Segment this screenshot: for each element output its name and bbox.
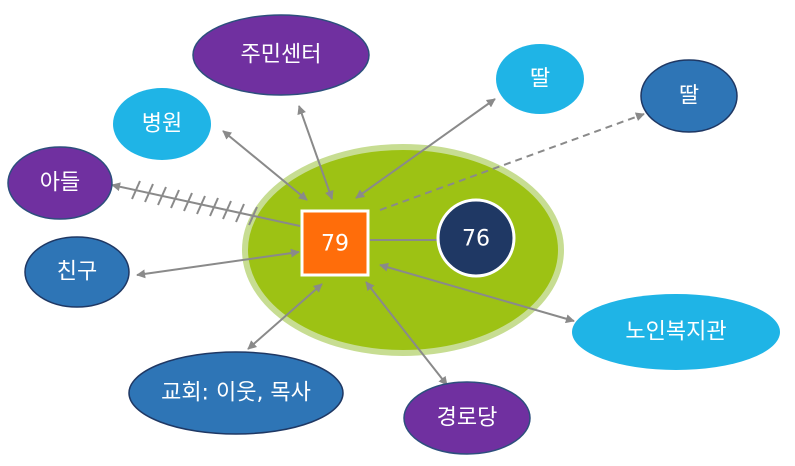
node-daughter-far-label: 딸 [679, 84, 699, 109]
link-community-center [297, 105, 334, 200]
node-senior-hall-label: 경로당 [437, 406, 498, 431]
node-hospital: 병원 [113, 88, 211, 160]
node-friend: 친구 [24, 236, 130, 308]
node-welfare-center-label: 노인복지관 [625, 320, 726, 345]
node-community-center: 주민센터 [192, 14, 370, 96]
node-daughter-near: 딸 [496, 44, 584, 114]
node-community-center-label: 주민센터 [241, 43, 322, 68]
partner-label: 76 [462, 227, 490, 252]
link-daughter-near [355, 98, 496, 199]
link-hospital [222, 130, 308, 201]
node-son: 아들 [7, 146, 113, 220]
node-church: 교회: 이웃, 목사 [128, 351, 344, 435]
center-label: 79 [321, 232, 349, 257]
connections [111, 98, 645, 386]
link-son [111, 182, 301, 227]
link-friend [136, 248, 300, 279]
partner-person: 76 [436, 198, 516, 278]
node-church-label: 교회: 이웃, 목사 [161, 381, 311, 406]
center-person: 79 [300, 209, 370, 277]
node-welfare-center: 노인복지관 [572, 294, 780, 370]
stress-hatch [131, 180, 258, 226]
node-son-label: 아들 [40, 171, 80, 196]
link-daughter-far [379, 112, 645, 211]
node-friend-label: 친구 [57, 260, 97, 285]
link-welfare-center [379, 262, 575, 324]
node-hospital-label: 병원 [142, 112, 182, 137]
node-daughter-near-label: 딸 [530, 67, 550, 92]
node-daughter-far: 딸 [640, 59, 738, 133]
node-senior-hall: 경로당 [403, 381, 531, 455]
link-church [247, 283, 323, 350]
